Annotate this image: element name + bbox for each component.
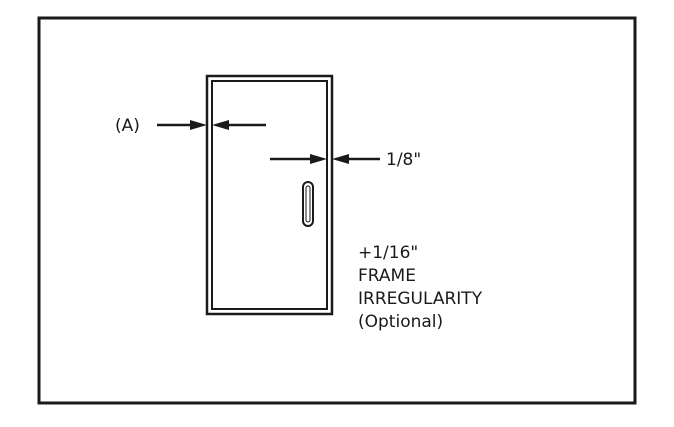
note-line-3: IRREGULARITY <box>358 289 483 309</box>
note-line-1: +1/16" <box>358 243 418 263</box>
door-leaf <box>211 80 328 310</box>
clearance-a-arrows <box>157 120 266 130</box>
clearance-top-label: 1/8" <box>386 150 421 170</box>
note-line-2: FRAME <box>358 266 416 286</box>
door-handle-inner <box>305 185 311 223</box>
clearance-top-arrows <box>270 154 380 164</box>
door-frame <box>205 74 334 316</box>
door-handle <box>302 181 314 227</box>
frame-irregularity-note: +1/16" FRAME IRREGULARITY (Optional) <box>358 243 483 332</box>
note-line-4: (Optional) <box>358 312 443 332</box>
diagram-border <box>37 16 637 405</box>
clearance-a-label: (A) <box>115 116 140 136</box>
